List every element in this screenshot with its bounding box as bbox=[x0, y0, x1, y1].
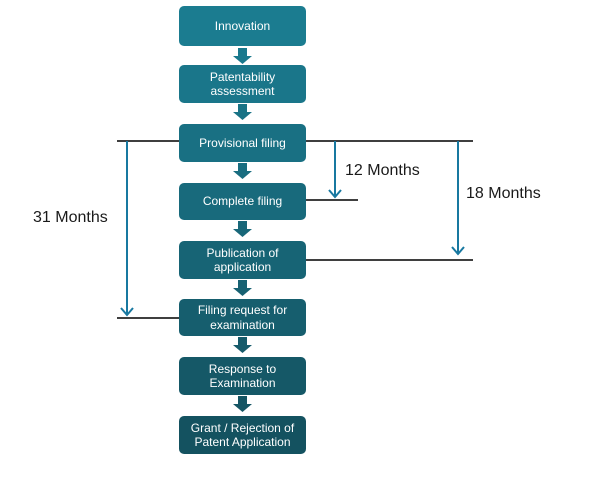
step-box-filing-request-for-examination: Filing request for examination bbox=[179, 299, 306, 336]
annotation-12-months: 12 Months bbox=[345, 162, 420, 179]
annotation-31-months: 31 Months bbox=[33, 209, 108, 226]
step-box-response-to-examination: Response to Examination bbox=[179, 357, 306, 395]
down-arrow-icon bbox=[233, 163, 252, 179]
down-arrow-icon bbox=[233, 48, 252, 64]
down-arrow-icon bbox=[233, 221, 252, 237]
step-box-complete-filing: Complete filing bbox=[179, 183, 306, 220]
timeline-arrows bbox=[120, 141, 465, 317]
down-arrow-icon bbox=[233, 337, 252, 353]
timeline-12-months-arrowhead-icon bbox=[328, 189, 342, 199]
down-arrow-icon bbox=[233, 280, 252, 296]
down-arrow-icon bbox=[233, 396, 252, 412]
timeline-31-months-arrowhead-icon bbox=[120, 307, 134, 317]
down-arrow-icon bbox=[233, 104, 252, 120]
annotation-18-months: 18 Months bbox=[466, 185, 541, 202]
step-box-patentability-assessment: Patentability assessment bbox=[179, 65, 306, 103]
timeline-18-months-arrowhead-icon bbox=[451, 246, 465, 256]
flow-step-arrows bbox=[233, 48, 252, 412]
step-box-grant-rejection: Grant / Rejection of Patent Application bbox=[179, 416, 306, 454]
step-box-provisional-filing: Provisional filing bbox=[179, 124, 306, 162]
step-box-publication-of-application: Publication of application bbox=[179, 241, 306, 279]
step-box-innovation: Innovation bbox=[179, 6, 306, 46]
